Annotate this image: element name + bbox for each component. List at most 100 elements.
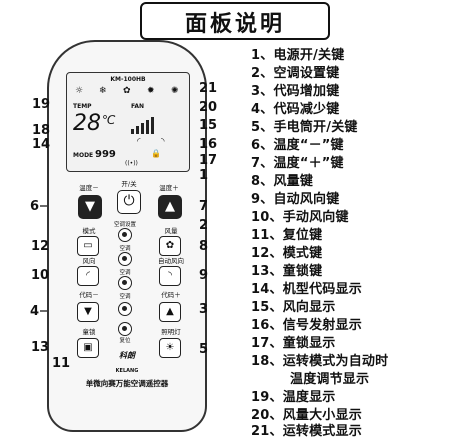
legend-item: 2、空调设置键 [251,66,340,81]
callout-7: 7 [199,199,209,214]
reset-label: 复位 [119,338,131,344]
temp-down-label: 温度－ [79,184,99,192]
ac-button[interactable] [118,276,132,290]
fan-bar [131,129,134,134]
legend-item: 18、运转模式为自动时 [251,354,389,369]
legend-item: 3、代码增加键 [251,84,340,99]
callout-2: 2 [199,218,209,233]
light-button[interactable]: ☀ [159,338,181,358]
temp-down-button[interactable]: ▼ [78,195,102,219]
legend-item: 14、机型代码显示 [251,282,362,297]
legend-item: 20、风量大小显示 [251,408,362,423]
callout-12: 12 [31,239,50,254]
callout-6: 6 [30,199,40,214]
mode-fan-icon: ✹ [147,86,155,96]
bulb-icon: ☀ [165,342,175,353]
callout-21: 21 [199,81,218,96]
legend-item: 16、信号发射显示 [251,318,362,333]
callout-14: 14 [32,137,51,152]
fan-label: FAN [131,103,145,110]
up-arrow-icon: ▲ [166,306,174,317]
callout-19: 19 [32,97,51,112]
round-label: 空调 [119,294,131,300]
round-label: 空调 [119,246,131,252]
ac-button[interactable] [118,302,132,316]
callout-8: 8 [199,239,209,254]
swing-auto-label: 自动风向 [158,257,184,265]
legend-item: 10、手动风向键 [251,210,349,225]
legend-item: 13、童锁键 [251,264,323,279]
code-minus-button[interactable]: ▼ [77,302,99,322]
legend-item: 17、童锁显示 [251,336,336,351]
legend-item: 19、温度显示 [251,390,336,405]
mode-button-label: 模式 [82,227,96,235]
legend-item: 1、电源开/关键 [251,48,345,63]
signal-icon: ((•)) [125,160,138,167]
legend-item: 15、风向显示 [251,300,336,315]
mode-dry-icon: ✿ [123,86,131,96]
callout-16: 16 [199,137,218,152]
code-plus-button[interactable]: ▲ [159,302,181,322]
round-label: 空调 [119,270,131,276]
model-code: KM-100HB [110,76,146,83]
fan-button[interactable]: ✿ [159,236,181,256]
lcd-screen: KM-100HB ☼ ❄ ✿ ✹ ✺ TEMP FAN 28 ℃ ◜ ◝ MOD… [66,72,190,172]
callout-1: 1 [199,168,209,183]
code-display: 999 [95,149,116,160]
callout-13: 13 [31,340,50,355]
mode-button[interactable]: ▭ [77,236,99,256]
light-button-label: 照明灯 [161,328,181,336]
swing-auto-icon: ◝ [168,270,172,281]
temp-up-label: 温度＋ [159,184,179,192]
ac-button[interactable] [118,252,132,266]
remote-subtitle: 单微向赛万能空调遥控器 [85,379,169,388]
callout-10: 10 [31,268,50,283]
swing-display-icon: ◜ [137,137,141,147]
mode-icon: ▭ [83,240,93,251]
callout-15: 15 [199,118,218,133]
code-plus-label: 代码＋ [161,291,181,299]
brand-name: KELANG [115,368,139,374]
temp-up-button[interactable]: ▲ [158,195,182,219]
lock-display-icon: 🔒 [151,149,161,158]
legend-item: 7、温度“＋”键 [251,156,344,171]
fan-bar [151,117,154,134]
reset-button[interactable] [118,322,132,336]
brand-logo: 科朗 [119,351,135,360]
fan-bar [141,123,144,134]
legend-item: 5、手电筒开/关键 [251,120,358,135]
power-icon: ⏻ [123,193,135,209]
legend-item: 6、温度“－”键 [251,138,344,153]
legend-item: 9、自动风向键 [251,192,340,207]
legend-item: 11、复位键 [251,228,323,243]
child-lock-label: 童锁 [82,328,96,336]
callout-3: 3 [199,302,209,317]
code-minus-label: 代码－ [79,291,99,299]
mode-label: MODE [73,152,94,159]
callout-20: 20 [199,100,218,115]
power-button[interactable]: ⏻ [117,190,141,214]
temp-label: TEMP [73,103,92,110]
child-lock-button[interactable]: ▣ [77,338,99,358]
remote-control: KM-100HB ☼ ❄ ✿ ✹ ✺ TEMP FAN 28 ℃ ◜ ◝ MOD… [47,40,207,432]
fan-bar [136,126,139,134]
callout-4: 4 [30,304,40,319]
legend-item: 21、运转模式显示 [251,424,362,439]
diagram-title: 面板说明 [184,12,285,37]
fan-bar [146,120,149,134]
down-arrow-icon: ▼ [84,306,92,317]
swing-icon: ◜ [86,270,90,281]
legend-item: 8、风量键 [251,174,314,189]
setting-button[interactable] [118,228,132,242]
callout-17: 17 [199,153,218,168]
temperature-display: 28 [73,111,101,136]
mode-heat-icon: ✺ [171,86,179,96]
degree-symbol: ℃ [102,113,116,127]
setting-label: 空调设置 [113,222,136,228]
swing-auto-display-icon: ◝ [161,137,165,147]
swing-manual-label: 风向 [82,257,96,265]
swing-auto-button[interactable]: ◝ [159,266,181,286]
callout-9: 9 [199,268,209,283]
swing-manual-button[interactable]: ◜ [77,266,99,286]
